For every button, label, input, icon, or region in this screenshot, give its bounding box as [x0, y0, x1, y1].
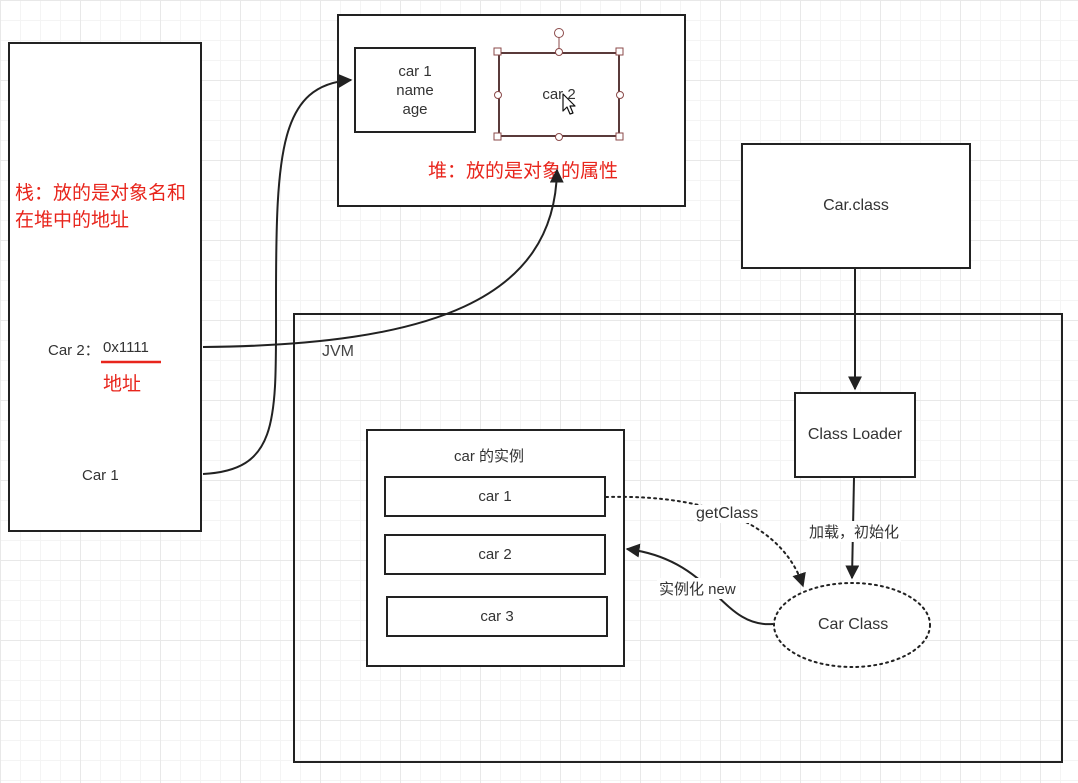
- stack-annotation: 栈：放的是对象名和 在堆中的地址: [15, 180, 186, 234]
- selection-handles[interactable]: [493, 28, 624, 141]
- connect-point[interactable]: [494, 91, 502, 99]
- load-init-label: 加载，初始化: [807, 521, 902, 542]
- heap-object-line: age: [402, 100, 428, 118]
- instance-car1[interactable]: car 1: [384, 476, 606, 517]
- resize-handle[interactable]: [615, 132, 624, 141]
- stack-car2-address: 0x1111: [103, 339, 149, 356]
- stack-car1-label: Car 1: [82, 467, 119, 484]
- instance-label: car 2: [478, 546, 512, 563]
- class-loader-box[interactable]: Class Loader: [794, 392, 916, 478]
- instance-label: car 3: [480, 608, 514, 625]
- connect-point[interactable]: [616, 91, 624, 99]
- class-loader-label: Class Loader: [807, 426, 903, 443]
- connect-point[interactable]: [555, 133, 563, 141]
- heap-object-line: car 1: [398, 62, 432, 80]
- car-class-label: Car Class: [818, 616, 889, 633]
- jvm-box[interactable]: [293, 313, 1063, 763]
- stack-annotation-line2: 在堆中的地址: [15, 210, 130, 231]
- heap-object-car1[interactable]: car 1 name age: [354, 47, 476, 133]
- car-class-file-label: Car.class: [823, 197, 889, 214]
- resize-handle[interactable]: [493, 132, 502, 141]
- rotate-handle[interactable]: [554, 28, 564, 38]
- heap-annotation: 堆：放的是对象的属性: [428, 161, 619, 182]
- heap-object-car2-label: car 2: [542, 86, 576, 103]
- stack-box[interactable]: [8, 42, 202, 532]
- stack-car2-label: Car 2：: [48, 342, 100, 359]
- heap-object-car2[interactable]: car 2: [498, 52, 620, 137]
- instance-label: car 1: [478, 488, 512, 505]
- heap-object-line: name: [396, 81, 434, 99]
- resize-handle[interactable]: [493, 47, 502, 56]
- resize-handle[interactable]: [615, 47, 624, 56]
- car-class-file-box[interactable]: Car.class: [741, 143, 971, 269]
- connect-point[interactable]: [555, 48, 563, 56]
- car-class-ellipse[interactable]: [773, 582, 931, 668]
- arrow-stack-car2-to-heap[interactable]: [202, 168, 564, 348]
- instance-car2[interactable]: car 2: [384, 534, 606, 575]
- address-note: 地址: [103, 374, 142, 395]
- mouse-cursor-icon: [562, 93, 576, 115]
- jvm-label: JVM: [322, 343, 354, 360]
- instance-car3[interactable]: car 3: [386, 596, 608, 637]
- instantiate-label: 实例化 new: [657, 578, 738, 599]
- instances-title: car 的实例: [454, 448, 525, 465]
- getclass-label: getClass: [694, 505, 761, 523]
- stack-annotation-line1: 栈：放的是对象名和: [15, 183, 187, 204]
- arrow-stack-car1-to-heap[interactable]: [202, 73, 353, 475]
